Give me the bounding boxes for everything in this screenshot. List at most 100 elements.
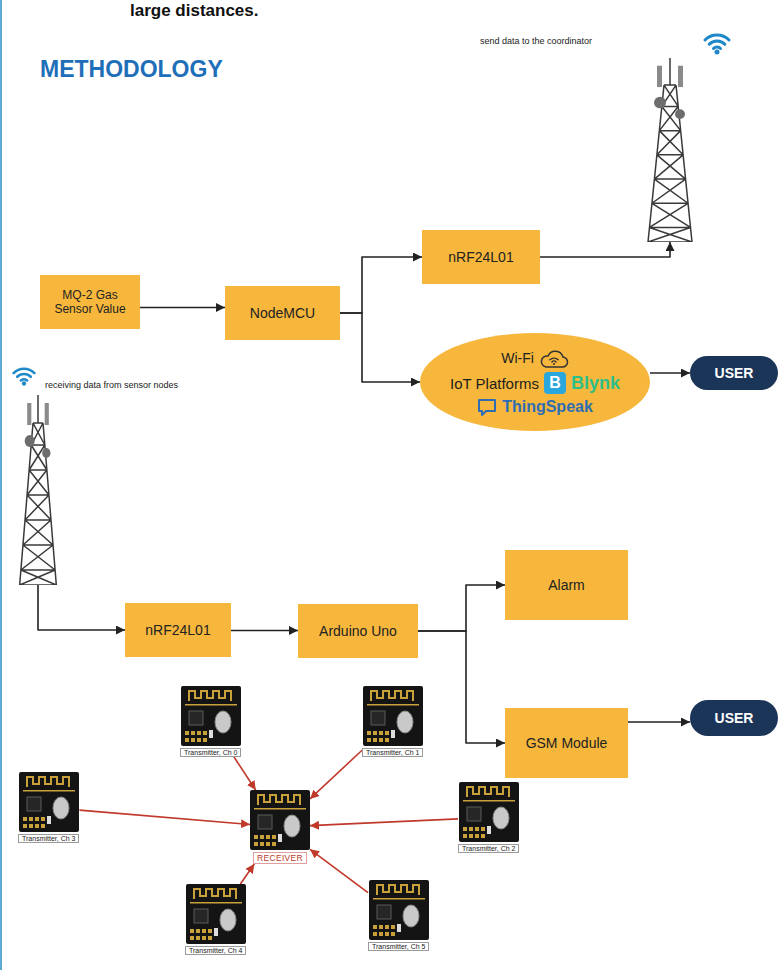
pcb-pin [391, 925, 395, 929]
user-label: USER [715, 365, 754, 381]
pcb-part [278, 834, 282, 842]
pcb-pin [475, 834, 479, 838]
process-box: GSM Module [505, 708, 628, 778]
transmitter-module: Transmitter, Ch 4 [185, 884, 246, 955]
flow-arrow [340, 257, 422, 313]
pcb-pin [41, 824, 45, 828]
radio-link-arrow [240, 864, 254, 884]
flow-arrow [540, 242, 670, 257]
heading-fragment: large distances. [130, 1, 259, 21]
pcb-part [391, 730, 395, 738]
flow-arrow [418, 631, 505, 743]
pcb-pin [260, 835, 264, 839]
pcb-crystal [53, 797, 69, 819]
transmitter-module: Transmitter, Ch 5 [368, 880, 429, 951]
transmitter-module: Transmitter, Ch 0 [180, 686, 241, 757]
ellipse-row: Wi-Fi [501, 347, 569, 369]
icon-holder [477, 397, 497, 417]
pcb-pin [367, 731, 371, 735]
ellipse-row: IoT PlatformsBBlynk [450, 372, 620, 394]
pcb-pin [385, 925, 389, 929]
tower-caption: send data to the coordinator [480, 36, 592, 46]
pcb-chip [467, 807, 481, 821]
pcb-pin [196, 936, 200, 940]
flow-arrow [231, 630, 298, 632]
box-label: Alarm [548, 577, 585, 594]
pcb [250, 790, 310, 850]
pcb-chip [27, 797, 41, 811]
pcb-pin [202, 929, 206, 933]
pcb-pin [197, 731, 201, 735]
pcb-antenna [189, 691, 231, 701]
pcb-pin [35, 817, 39, 821]
bubble-outline [479, 400, 495, 415]
transmitter-label: Transmitter, Ch 4 [185, 946, 246, 955]
pcb-pin [469, 827, 473, 831]
wifi-icon [11, 361, 37, 387]
pcb [181, 686, 241, 746]
nrf-module-illustration [369, 880, 429, 940]
radio-link-arrow [310, 849, 368, 892]
pcb-crystal [215, 711, 231, 733]
pcb [186, 884, 246, 944]
pcb-pin [191, 731, 195, 735]
blynk-logo: B [544, 372, 566, 394]
title-holder: METHODOLOGY [40, 56, 223, 83]
pcb-antenna [467, 787, 509, 797]
pcb-pin [203, 731, 207, 735]
box-label: nRF24L01 [145, 622, 210, 639]
pcb-crystal [220, 909, 236, 931]
wifi-dot [22, 381, 26, 385]
pcb-pin [481, 834, 485, 838]
pcb-pin [266, 835, 270, 839]
pcb-pin [266, 842, 270, 846]
wifi-arc [14, 369, 35, 373]
box-label: MQ-2 Gas Sensor Value [47, 288, 133, 317]
pcb-pin [373, 731, 377, 735]
radio-link-arrow [310, 819, 458, 826]
flow-arrow [340, 313, 420, 382]
pcb-chip [377, 905, 391, 919]
pcb-pin [202, 936, 206, 940]
pcb-pin [385, 731, 389, 735]
user-label: USER [715, 710, 754, 726]
pcb-pin [197, 738, 201, 742]
ellipse-fill [420, 333, 650, 431]
pcb-pin [35, 824, 39, 828]
process-box: nRF24L01 [422, 230, 540, 284]
tower-illustration [13, 395, 63, 585]
pcb-pin [185, 738, 189, 742]
pcb-pin [379, 925, 383, 929]
wifi-arc [713, 47, 720, 48]
pcb-pin [463, 834, 467, 838]
pcb [363, 686, 423, 746]
wifi-arc [17, 374, 30, 377]
transmitter-label: Transmitter, Ch 5 [368, 942, 429, 951]
pcb-part [209, 730, 213, 738]
nrf-module-illustration [186, 884, 246, 944]
pcb-pin [385, 738, 389, 742]
receiver-label: RECEIVER [253, 852, 307, 864]
tower-lattice [20, 395, 57, 585]
pcb-antenna [258, 795, 300, 805]
transmitter-module: Transmitter, Ch 1 [362, 686, 423, 757]
ellipse-content: Wi-FiIoT PlatformsBBlynkThingSpeak [420, 333, 650, 431]
thingspeak-label: ThingSpeak [502, 398, 593, 416]
page-title: METHODOLOGY [40, 56, 223, 83]
pcb-pin [191, 738, 195, 742]
transmitter-label: Transmitter, Ch 1 [362, 748, 423, 757]
pcb-trace [23, 790, 75, 792]
wifi-arc [550, 358, 558, 362]
box-label: GSM Module [526, 735, 608, 752]
pcb-crystal [284, 815, 300, 837]
pcb-trace [185, 704, 237, 706]
icon-holder [539, 347, 569, 369]
pcb-part [214, 928, 218, 936]
pcb-pin [272, 835, 276, 839]
nrf-module-illustration [250, 790, 310, 850]
pcb-trace [463, 800, 515, 802]
pcb-crystal [493, 807, 509, 829]
platform-label: IoT Platforms [450, 375, 539, 392]
antenna-dish [675, 109, 685, 119]
process-box: MQ-2 Gas Sensor Value [40, 275, 140, 329]
